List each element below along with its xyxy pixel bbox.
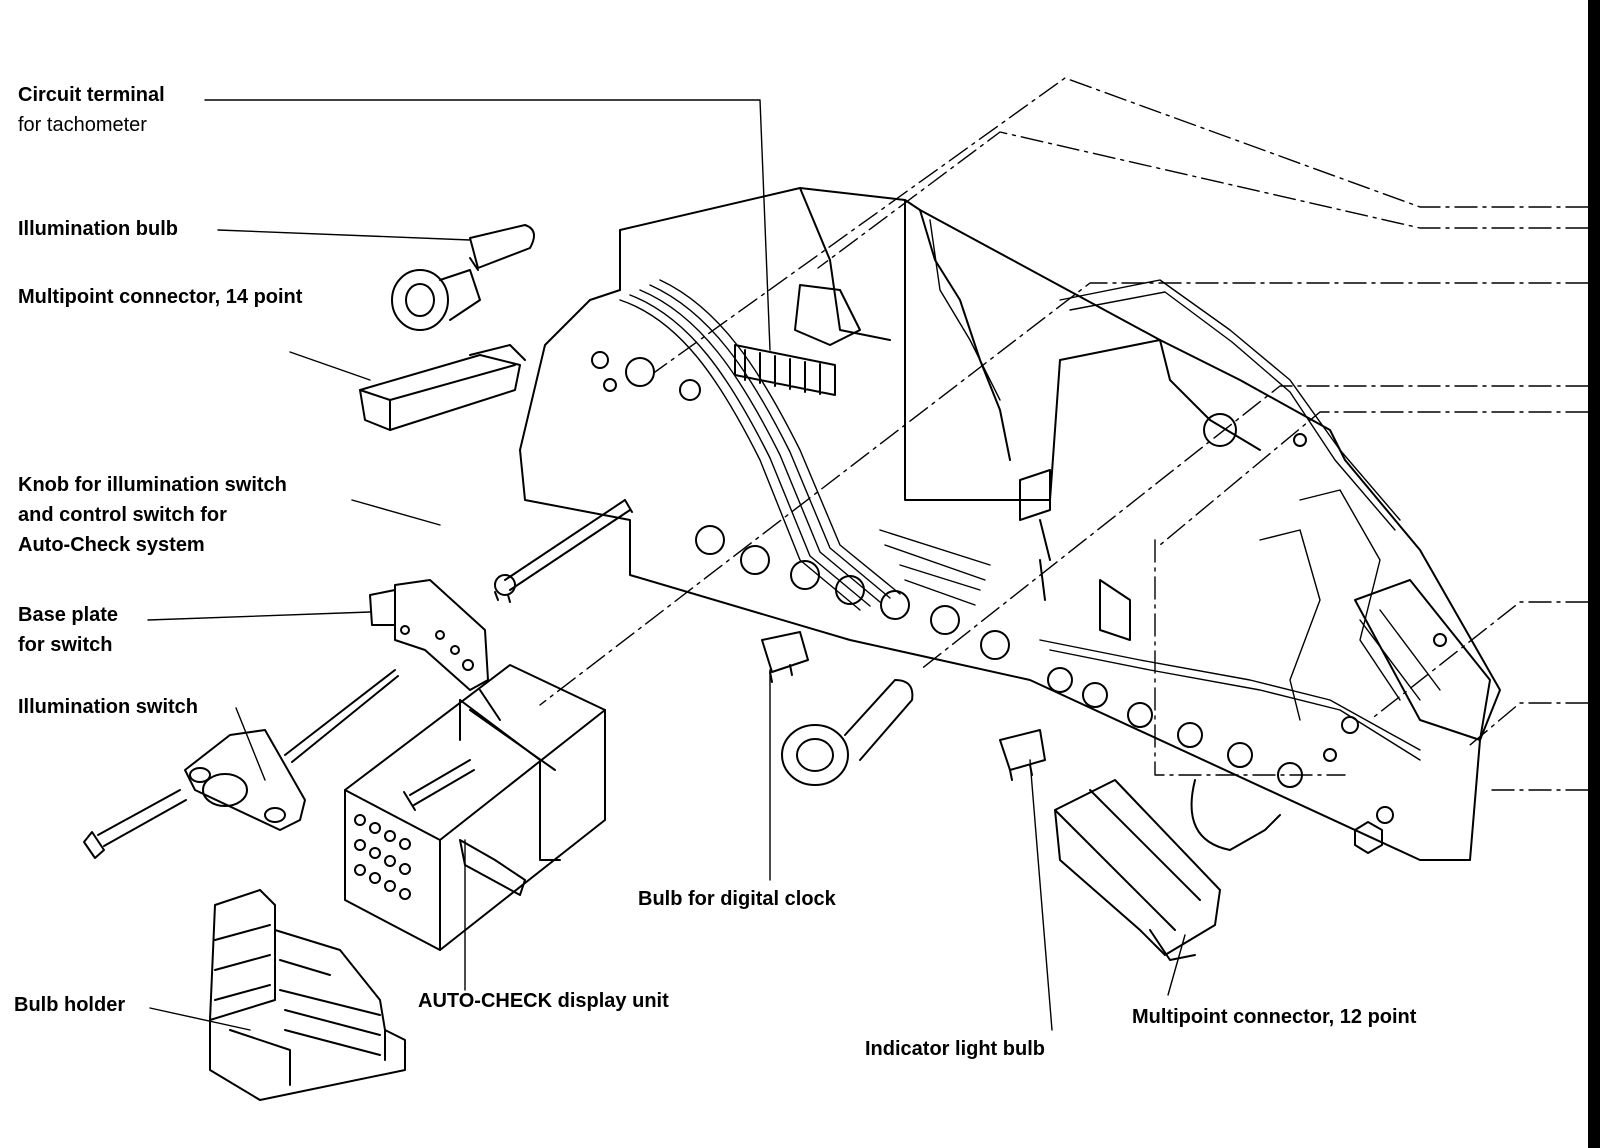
callout-lines-right xyxy=(539,77,1588,791)
knob-shaft-part xyxy=(494,499,633,603)
label-knob: Knob for illumination switch and control… xyxy=(18,474,287,556)
label-indicator-bulb: Indicator light bulb xyxy=(865,1038,1045,1060)
label-digital-clock-bulb: Bulb for digital clock xyxy=(638,888,836,910)
base-plate-part xyxy=(369,579,489,691)
label-multipoint-connector-14: Multipoint connector, 14 point xyxy=(18,286,303,308)
nut xyxy=(1354,821,1383,854)
scan-edge-border xyxy=(1588,0,1600,1148)
label-circuit-terminal: Circuit terminal for tachometer xyxy=(18,84,165,136)
digital-clock-bulb-part xyxy=(761,631,914,786)
label-illumination-switch: Illumination switch xyxy=(18,696,199,718)
indicator-bulb-part xyxy=(999,729,1046,781)
multipoint-connector-12-part xyxy=(1054,779,1281,961)
bulb-socket-part xyxy=(391,269,481,331)
leader-bulb-holder xyxy=(149,1007,251,1031)
illumination-bulb-part xyxy=(469,224,535,271)
auto-check-display-part xyxy=(344,664,606,951)
multipoint-connector-14-part xyxy=(359,344,526,431)
label-auto-check-display: AUTO-CHECK display unit xyxy=(418,990,669,1012)
leader-knob xyxy=(351,499,441,526)
label-bulb-holder: Bulb holder xyxy=(14,994,126,1016)
leader-illumination-switch xyxy=(235,707,266,781)
label-illumination-bulb: Illumination bulb xyxy=(18,218,178,240)
leader-base-plate xyxy=(147,611,371,621)
board-outline xyxy=(519,187,1501,861)
bulb-holder-part xyxy=(209,889,406,1101)
printed-circuit-board xyxy=(519,187,1501,861)
label-base-plate: Base plate for switch xyxy=(18,604,119,656)
illumination-switch-part xyxy=(83,669,399,859)
leader-lines xyxy=(147,99,1186,1031)
leader-circuit-terminal xyxy=(204,99,771,351)
label-multipoint-connector-12: Multipoint connector, 12 point xyxy=(1132,1006,1417,1028)
leader-illumination-bulb xyxy=(217,229,471,241)
leader-multipoint-14 xyxy=(289,351,371,381)
center-connector xyxy=(734,344,836,396)
leader-indicator-bulb xyxy=(1029,759,1053,1031)
